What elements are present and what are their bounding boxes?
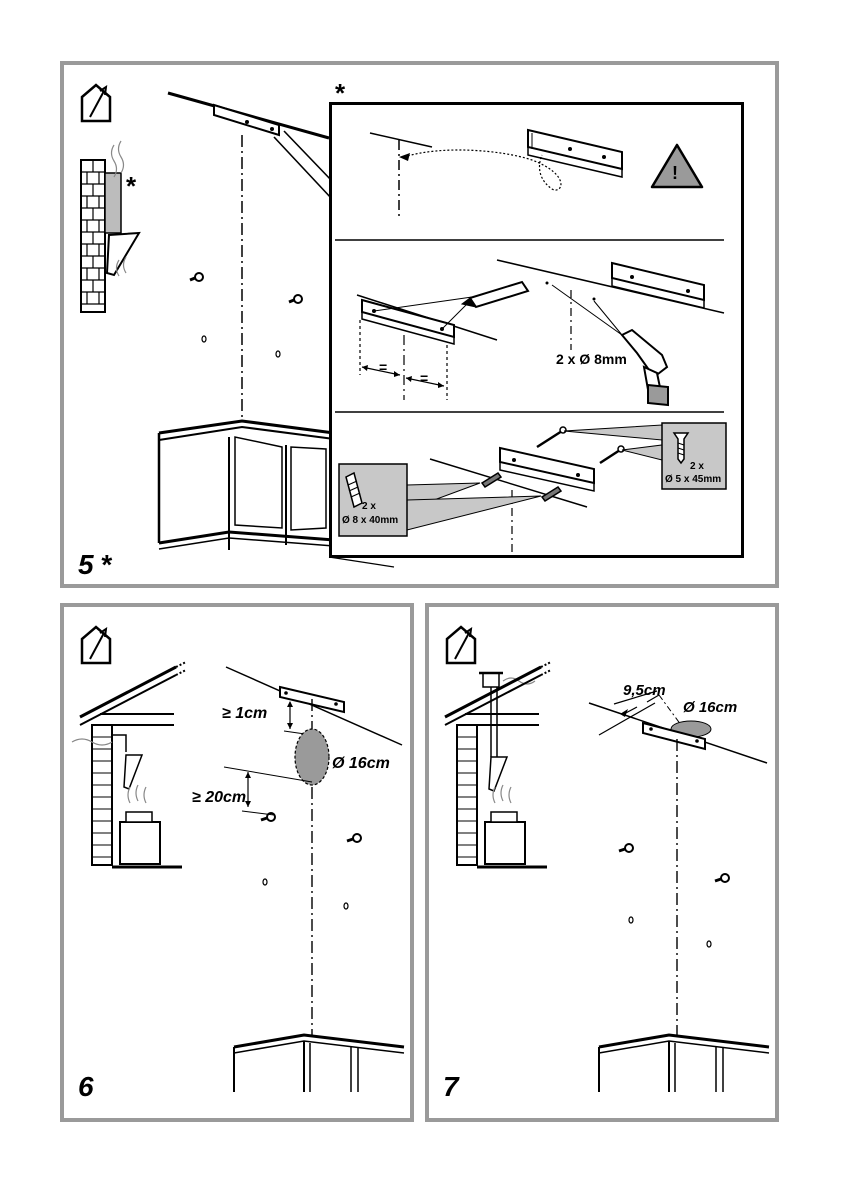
duct-hole <box>295 729 329 785</box>
offset-label: 9,5cm <box>623 682 666 699</box>
screw-size-label: Ø 5 x 45mm <box>665 474 721 485</box>
screw-head-icon <box>261 813 275 821</box>
screw-head-icon <box>715 874 729 882</box>
screw-head-icon <box>190 273 203 281</box>
screw-icon <box>600 446 624 463</box>
detail-box: ! = = 2 x Ø 8mm 2 x Ø 8 x 40mm 2 x Ø 5 x… <box>329 102 744 558</box>
equal-left-label: = <box>379 359 387 375</box>
wall-cabinet <box>599 1035 769 1092</box>
panel-7: 9,5cm Ø 16cm 7 <box>425 603 779 1122</box>
screw-icon <box>537 427 566 447</box>
duct-diameter-label: Ø 16cm <box>332 755 390 773</box>
plug-qty-label: 2 x <box>362 501 376 512</box>
step-number-5-asterisk: * <box>101 549 112 580</box>
panel-6: ≥ 1cm Ø 16cm ≥ 20cm 6 <box>60 603 414 1122</box>
pencil-icon <box>462 282 528 307</box>
wall-cabinet <box>234 1035 404 1092</box>
screw-head-icon <box>289 295 302 303</box>
drill-icon <box>622 330 668 405</box>
step-number-7: 7 <box>443 1073 459 1101</box>
chimney-asterisk: * <box>126 171 136 202</box>
gap-top-label: ≥ 1cm <box>222 705 267 723</box>
house-vent-icon <box>82 85 110 121</box>
house-section <box>72 662 186 867</box>
bracket-icon <box>528 130 622 177</box>
screw-head-icon <box>619 844 633 852</box>
plug-size-label: Ø 8 x 40mm <box>342 515 398 526</box>
drill-size-label: 2 x Ø 8mm <box>556 351 627 367</box>
detail-drawing <box>332 105 747 561</box>
panel-6-drawing <box>64 607 418 1126</box>
warning-symbol: ! <box>672 163 678 184</box>
duct-diameter-label: Ø 16cm <box>683 699 737 716</box>
house-vent-icon <box>447 627 475 663</box>
house-section <box>445 662 551 867</box>
step-number-5-value: 5 <box>78 549 94 580</box>
panel-7-drawing <box>429 607 783 1126</box>
house-vent-icon <box>82 627 110 663</box>
step-number-5: 5 * <box>78 551 112 579</box>
gap-bottom-label: ≥ 20cm <box>192 789 246 807</box>
screw-head-icon <box>347 834 361 842</box>
equal-right-label: = <box>420 370 428 386</box>
bracket-icon <box>612 263 704 308</box>
panel-5: * * 5 * <box>60 61 779 588</box>
screw-qty-label: 2 x <box>690 461 704 472</box>
step-number-6: 6 <box>78 1073 94 1101</box>
wall-section <box>81 141 139 312</box>
